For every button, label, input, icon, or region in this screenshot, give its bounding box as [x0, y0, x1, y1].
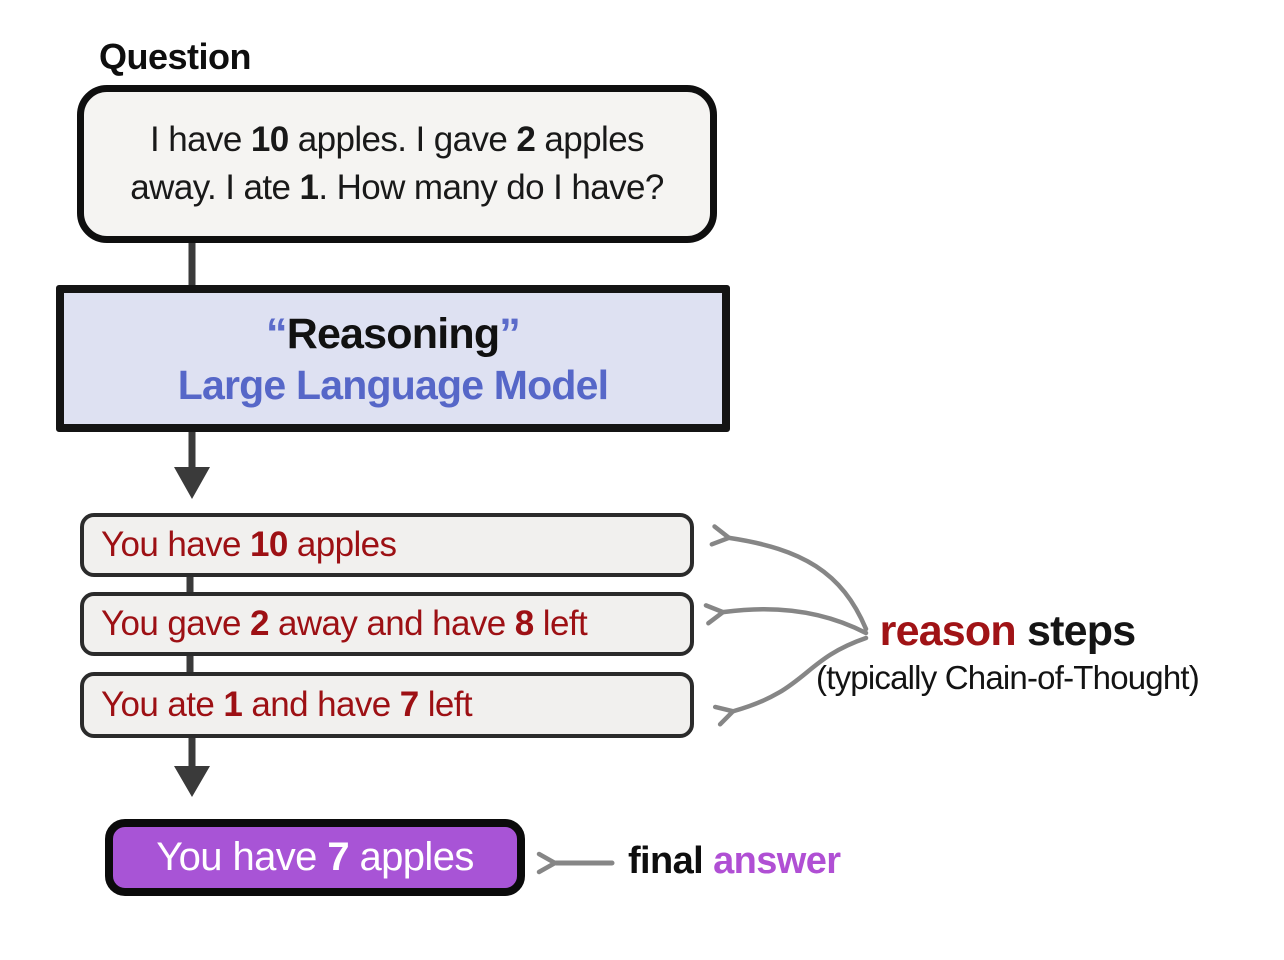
reason-steps-sublabel: (typically Chain-of-Thought): [816, 659, 1200, 696]
reason-step-text: You ate 1 and have 7 left: [101, 685, 473, 724]
llm-box-title: “Reasoning”: [265, 309, 521, 358]
final-answer-label: final answer: [628, 840, 841, 882]
reason-steps-annotation: reason steps (typically Chain-of-Thought…: [780, 606, 1235, 698]
reason-step-box-1: You have 10 apples: [80, 513, 694, 577]
down-arrow-head-icon: [174, 467, 210, 499]
question-text-line1: I have 10 apples. I gave 2 apples: [150, 120, 645, 159]
question-label: Question: [99, 36, 252, 77]
reason-step-box-2: You gave 2 away and have 8 left: [80, 592, 694, 656]
question-text-line2: away. I ate 1. How many do I have?: [130, 168, 664, 207]
question-box: I have 10 apples. I gave 2 apples away. …: [77, 85, 717, 243]
reason-step-text: You gave 2 away and have 8 left: [101, 604, 588, 643]
reason-steps-label: reason steps: [879, 607, 1137, 655]
llm-box-subtitle: Large Language Model: [177, 361, 609, 408]
final-answer-text: You have 7 apples: [156, 835, 474, 879]
final-answer-box: You have 7 apples: [105, 819, 525, 896]
reasoning-llm-box: “Reasoning” Large Language Model: [56, 285, 730, 432]
down-arrow-head-icon: [174, 766, 210, 797]
reason-step-text: You have 10 apples: [101, 525, 397, 564]
reason-step-box-3: You ate 1 and have 7 left: [80, 672, 694, 738]
